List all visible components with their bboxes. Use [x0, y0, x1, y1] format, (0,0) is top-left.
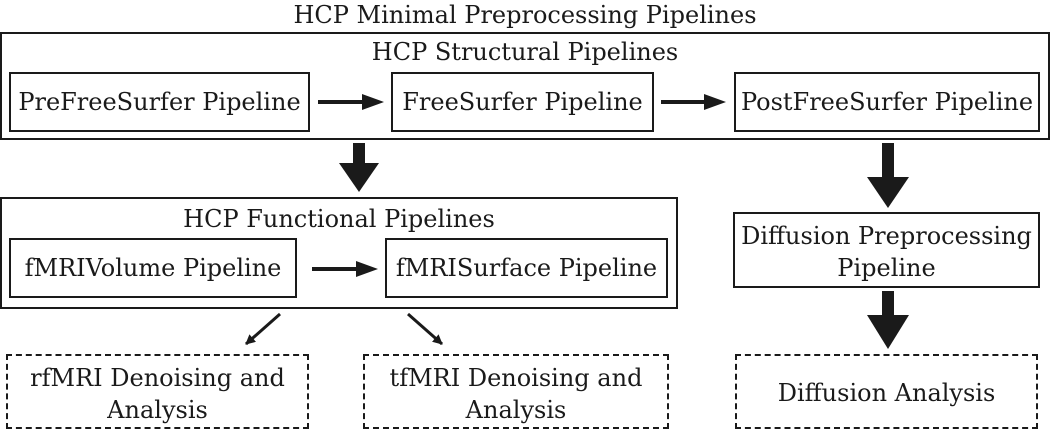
- fmrivolume-label: fMRIVolume Pipeline: [24, 254, 282, 282]
- tfmri-analysis-box: tfMRI Denoising and Analysis: [363, 354, 669, 429]
- arrow-structural-to-functional: [339, 143, 379, 192]
- fmrisurface-label: fMRISurface Pipeline: [395, 254, 658, 282]
- diffusion-preprocessing-box: Diffusion Preprocessing Pipeline: [733, 212, 1040, 288]
- diffusion-preprocessing-line1: Diffusion Preprocessing: [741, 222, 1032, 250]
- prefreesurfer-box: PreFreeSurfer Pipeline: [9, 72, 310, 132]
- functional-group-label: HCP Functional Pipelines: [183, 205, 495, 233]
- fmrisurface-box: fMRISurface Pipeline: [385, 238, 668, 298]
- arrow-diffusion-preprocessing-to-analysis: [867, 291, 909, 349]
- postfreesurfer-label: PostFreeSurfer Pipeline: [740, 88, 1034, 116]
- rfmri-analysis-line2: Analysis: [107, 396, 208, 424]
- rfmri-analysis-box: rfMRI Denoising and Analysis: [6, 354, 309, 429]
- diffusion-preprocessing-line2: Pipeline: [837, 254, 936, 282]
- freesurfer-label: FreeSurfer Pipeline: [402, 88, 643, 116]
- diffusion-analysis-label: Diffusion Analysis: [777, 379, 996, 407]
- structural-group-label: HCP Structural Pipelines: [371, 38, 679, 66]
- diffusion-analysis-box: Diffusion Analysis: [735, 354, 1038, 429]
- tfmri-analysis-line2: Analysis: [465, 396, 567, 424]
- arrow-functional-to-rfmri: [245, 312, 281, 346]
- rfmri-analysis-line1: rfMRI Denoising and: [30, 364, 285, 392]
- fmrivolume-box: fMRIVolume Pipeline: [9, 238, 297, 298]
- arrow-functional-to-tfmri: [407, 312, 443, 346]
- tfmri-analysis-line1: tfMRI Denoising and: [389, 364, 643, 392]
- diagram-title: HCP Minimal Preprocessing Pipelines: [293, 1, 757, 29]
- prefreesurfer-label: PreFreeSurfer Pipeline: [18, 88, 301, 116]
- arrow-structural-to-diffusion: [867, 143, 909, 208]
- freesurfer-box: FreeSurfer Pipeline: [391, 72, 654, 132]
- postfreesurfer-box: PostFreeSurfer Pipeline: [734, 72, 1040, 132]
